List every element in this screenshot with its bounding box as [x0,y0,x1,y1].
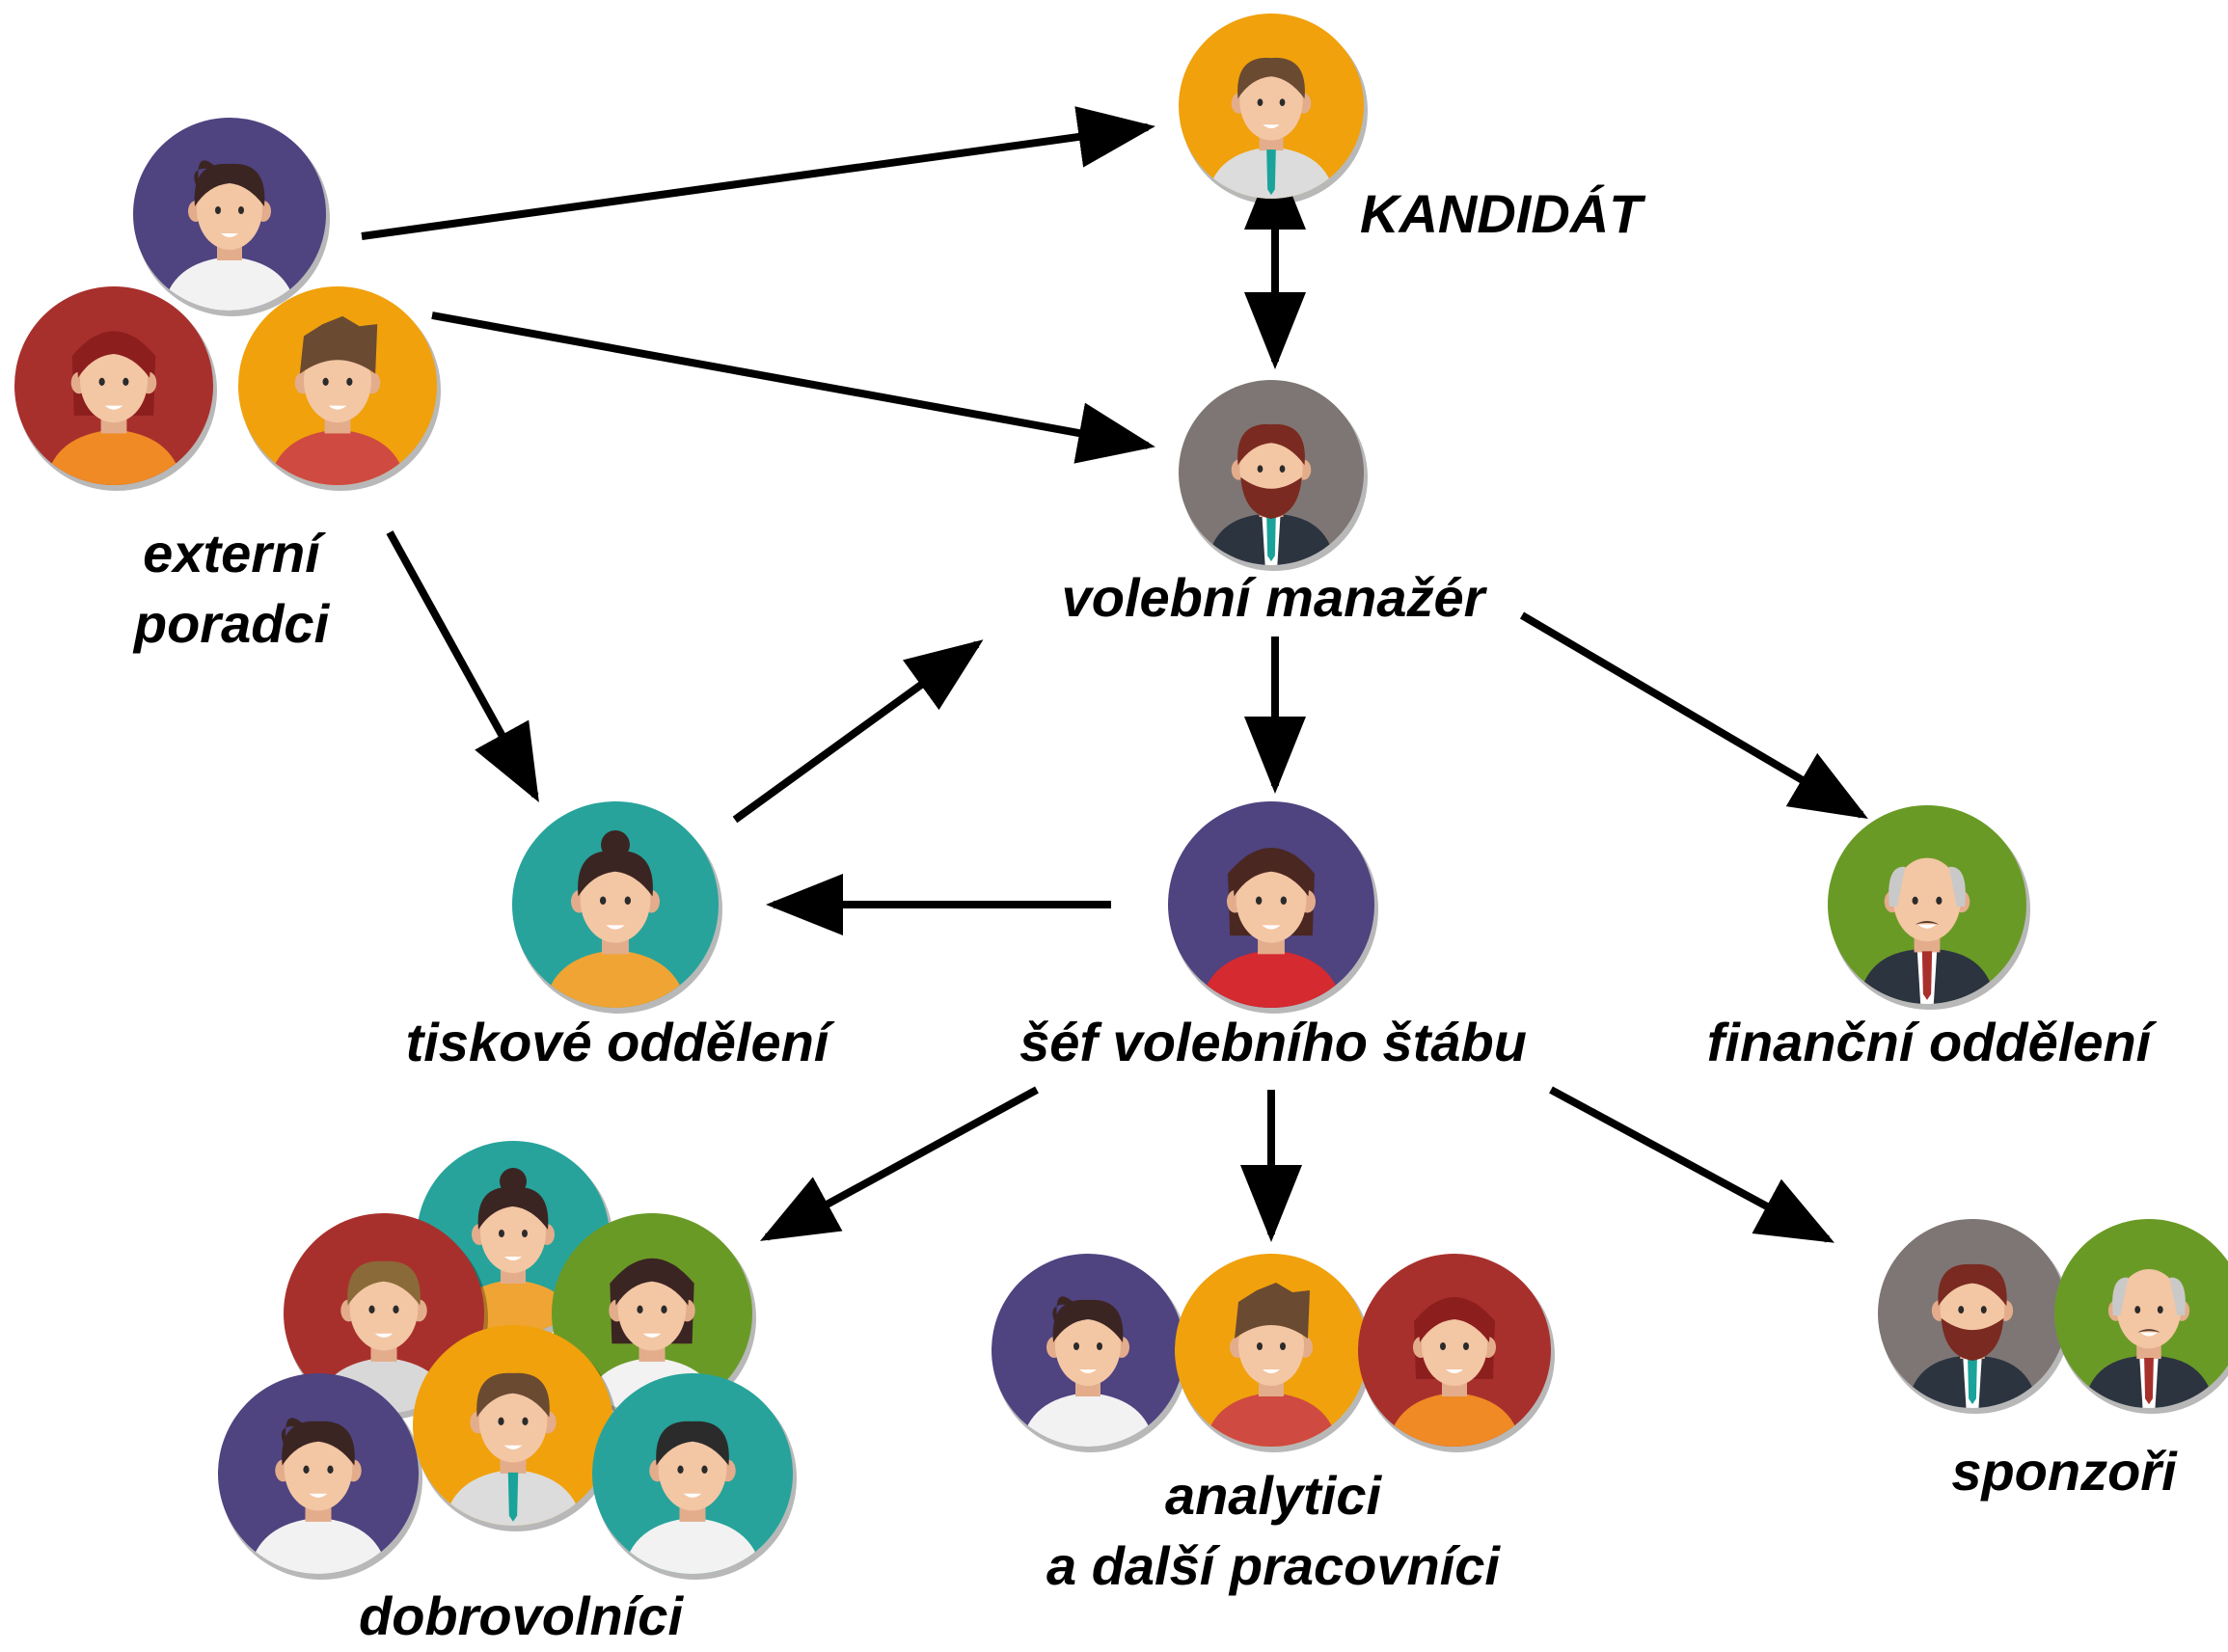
avatar-sponsor-green [2054,1219,2228,1414]
arrow-chief-to-sponsors [1549,1086,1835,1243]
label-dobrovolnici: dobrovolníci [359,1585,683,1646]
avatar-volunteer-purple [218,1373,422,1580]
label-analytici-line2: a další pracovníci [1046,1534,1500,1596]
label-externi-poradci: externí poradci [96,519,367,660]
avatar-advisor-purple [133,118,330,316]
avatar-analyst-purple [992,1254,1188,1452]
arrow-advisors-to-press [386,530,539,803]
avatar-volebni-manazer [1179,380,1368,571]
avatar-advisor-orange [238,286,441,491]
label-externi-line1: externí [143,523,320,583]
label-analytici: analytici a další pracovníci [984,1461,1562,1602]
avatar-analyst-red [1358,1254,1555,1452]
avatar-financni-oddeleni [1828,805,2030,1010]
arrow-advisors-to-manager [431,311,1155,464]
arrow-advisors-to-candidate [361,106,1155,240]
arrow-chief-to-volunteers [759,1086,1039,1241]
avatar-sponsor-grey [1878,1219,2071,1414]
arrow-press-to-manager [732,639,984,824]
label-externi-line2: poradci [133,592,330,654]
label-tiskove-oddeleni: tiskové oddělení [405,1012,829,1072]
avatar-candidate [1179,14,1368,204]
avatar-tiskove-oddeleni [512,801,722,1014]
avatar-volunteer-orange [413,1325,617,1531]
label-volebni-manazer: volební manažér [1061,567,1485,628]
label-financni-oddeleni: finanční oddělení [1706,1012,2152,1072]
avatar-advisor-red [14,286,217,491]
avatar-volunteer-teal [592,1373,797,1580]
arrow-manager-to-finance [1519,611,1868,820]
label-sponzori: sponzoři [1951,1441,2177,1502]
label-sef-volebniho-stabu: šéf volebního štábu [1019,1012,1527,1072]
label-kandidat: KANDIDÁT [1360,183,1643,244]
label-analytici-line1: analytici [1164,1465,1382,1526]
avatar-sef-staba [1168,801,1378,1014]
avatar-analyst-orange [1175,1254,1372,1452]
